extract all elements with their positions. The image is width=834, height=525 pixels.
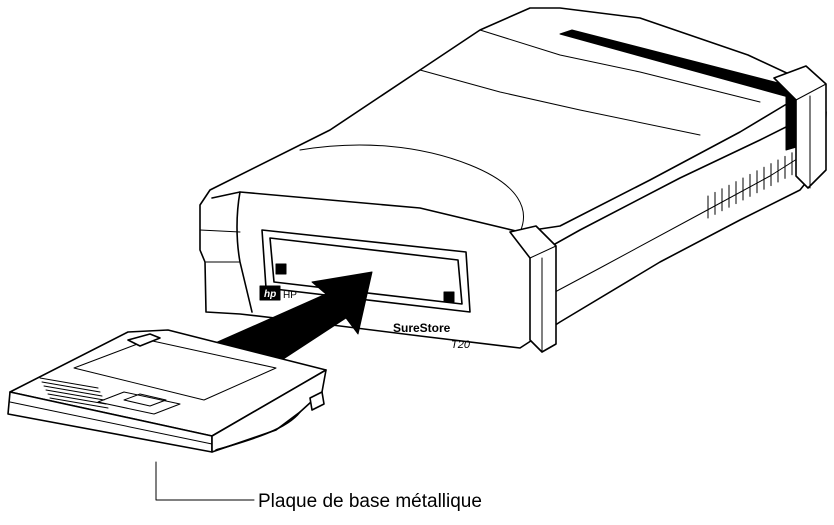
callout-leader [155, 461, 255, 501]
rear-right-bumper-edge [795, 83, 827, 101]
drive-top-seam-3 [419, 69, 701, 136]
hp-logo-mark: hp [264, 289, 276, 300]
rear-right-bumper [773, 65, 827, 189]
callout-label: Plaque de base métallique [258, 491, 482, 512]
drive-front-line [199, 229, 241, 233]
tape-slot-inner [269, 237, 463, 305]
drive-lower-seam [539, 151, 809, 301]
slot-latch-right [443, 291, 455, 303]
drive-side-seam [529, 119, 801, 259]
cartridge-tab [309, 391, 325, 411]
drive-top-edge [211, 87, 807, 233]
cartridge-front-line [9, 401, 213, 445]
hp-logo: hp HP [259, 285, 297, 301]
cartridge-rib [39, 377, 99, 389]
cartridge-lip [215, 411, 301, 451]
drive-top-seam [299, 144, 524, 233]
cartridge-window [97, 391, 181, 415]
cartridge-label [73, 339, 277, 401]
front-right-bumper [509, 225, 557, 353]
cartridge-rib [41, 381, 101, 393]
cartridge-window-inner [123, 393, 167, 407]
write-protect-switch [127, 333, 161, 347]
cartridge-rib [45, 389, 105, 401]
model-number: T20 [451, 339, 471, 351]
slot-latch-left [275, 263, 287, 275]
cartridge-rib [49, 397, 109, 409]
tape-drive: hp HP SureStore T20 [199, 7, 827, 353]
hp-logo-wordmark: HP [283, 290, 297, 301]
tape-cartridge [7, 329, 327, 453]
vent-slots [707, 152, 793, 219]
cartridge-ribs [39, 377, 109, 409]
cartridge-rib [43, 385, 103, 397]
cartridge-rib [47, 393, 107, 405]
drive-top-seam-2 [479, 29, 761, 103]
model-brand: SureStore [393, 321, 451, 335]
front-right-bumper-edge [529, 245, 557, 259]
